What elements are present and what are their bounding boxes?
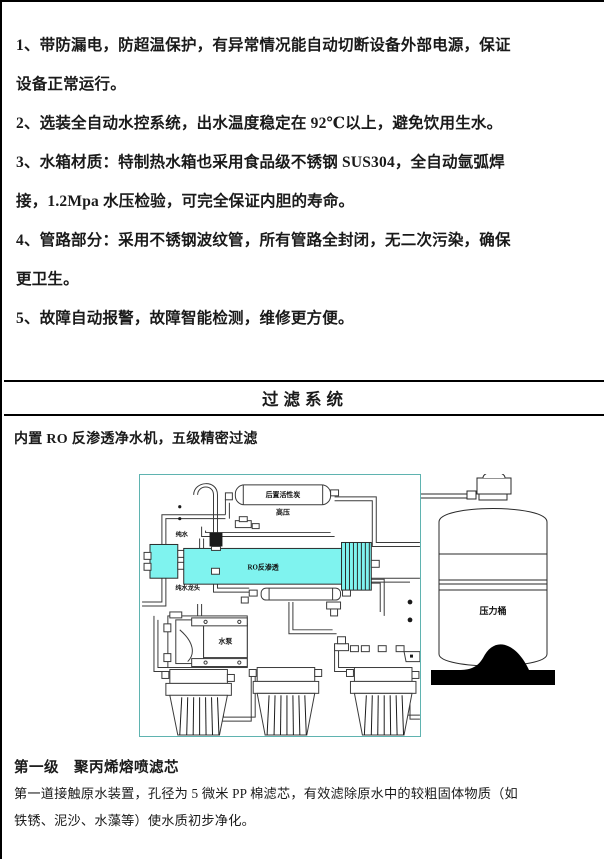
label-high-pressure: 高压 (276, 508, 290, 517)
spec-line-1-cont: 设备正常运行。 (16, 65, 596, 104)
section-body: 内置 RO 反渗透净水机，五级精密过滤 .ln{fill:none;stroke… (4, 418, 604, 861)
ro-system-schematic: .ln{fill:none;stroke:#3a3a3a;stroke-widt… (140, 475, 420, 736)
filter-cartridge-3 (346, 668, 418, 735)
label-pure-water-faucet: 纯水龙头 (175, 584, 200, 592)
spec-line-5: 5、故障自动报警，故障智能检测，维修更方便。 (16, 299, 596, 338)
droplet-1 (408, 600, 413, 605)
specification-list: 1、带防漏电，防超温保护，有异常情况能自动切断设备外部电源，保证 设备正常运行。… (4, 4, 604, 376)
spec-line-2: 2、选装全自动水控系统，出水温度稳定在 92℃以上，避免饮用生水。 (16, 104, 596, 143)
label-pressure-tank: 压力桶 (479, 605, 506, 616)
high-pressure-switch (235, 517, 259, 529)
label-pure-water: 纯水 (176, 531, 189, 539)
section-intro-text: 内置 RO 反渗透净水机，五级精密过滤 (14, 428, 258, 448)
section-header-title: 过滤系统 (262, 386, 348, 410)
ro-system-diagram: .ln{fill:none;stroke:#3a3a3a;stroke-widt… (139, 474, 421, 737)
valve-fittings-row (335, 637, 420, 662)
stage-one-title: 第一级 聚丙烯熔喷滤芯 (14, 756, 179, 777)
spec-line-3: 3、水箱材质：特制热水箱也采用食品级不锈钢 SUS304，全自动氩弧焊 (16, 143, 596, 182)
filter-cartridge-2 (249, 668, 321, 735)
stage-one-body-line-1: 第一道接触原水装置，孔径为 5 微米 PP 棉滤芯，有效滤除原水中的较粗固体物质… (14, 780, 602, 807)
spec-line-4: 4、管路部分：采用不锈钢波纹管，所有管路全封闭，无二次污染，确保 (16, 221, 596, 260)
spec-line-3-cont: 接，1.2Mpa 水压检验，可完全保证内胆的寿命。 (16, 182, 596, 221)
stage-one-body: 第一道接触原水装置，孔径为 5 微米 PP 棉滤芯，有效滤除原水中的较粗固体物质… (14, 780, 602, 834)
flow-restrictor (241, 588, 350, 616)
spec-line-1: 1、带防漏电，防超温保护，有异常情况能自动切断设备外部电源，保证 (16, 26, 596, 65)
filter-cartridge-1 (162, 670, 234, 735)
water-pump (164, 612, 247, 668)
label-ro-membrane: RO反渗透 (248, 562, 279, 571)
label-post-carbon: 后置活性炭 (266, 490, 301, 499)
droplet-2 (408, 618, 413, 623)
pressure-tank-group: 压力桶 (421, 474, 581, 737)
stage-one-body-line-2: 铁锈、泥沙、水藻等）使水质初步净化。 (14, 807, 602, 834)
spec-line-4-cont: 更卫生。 (16, 260, 596, 299)
section-header-row: 过滤系统 (4, 380, 604, 416)
label-water-pump: 水泵 (218, 637, 232, 646)
